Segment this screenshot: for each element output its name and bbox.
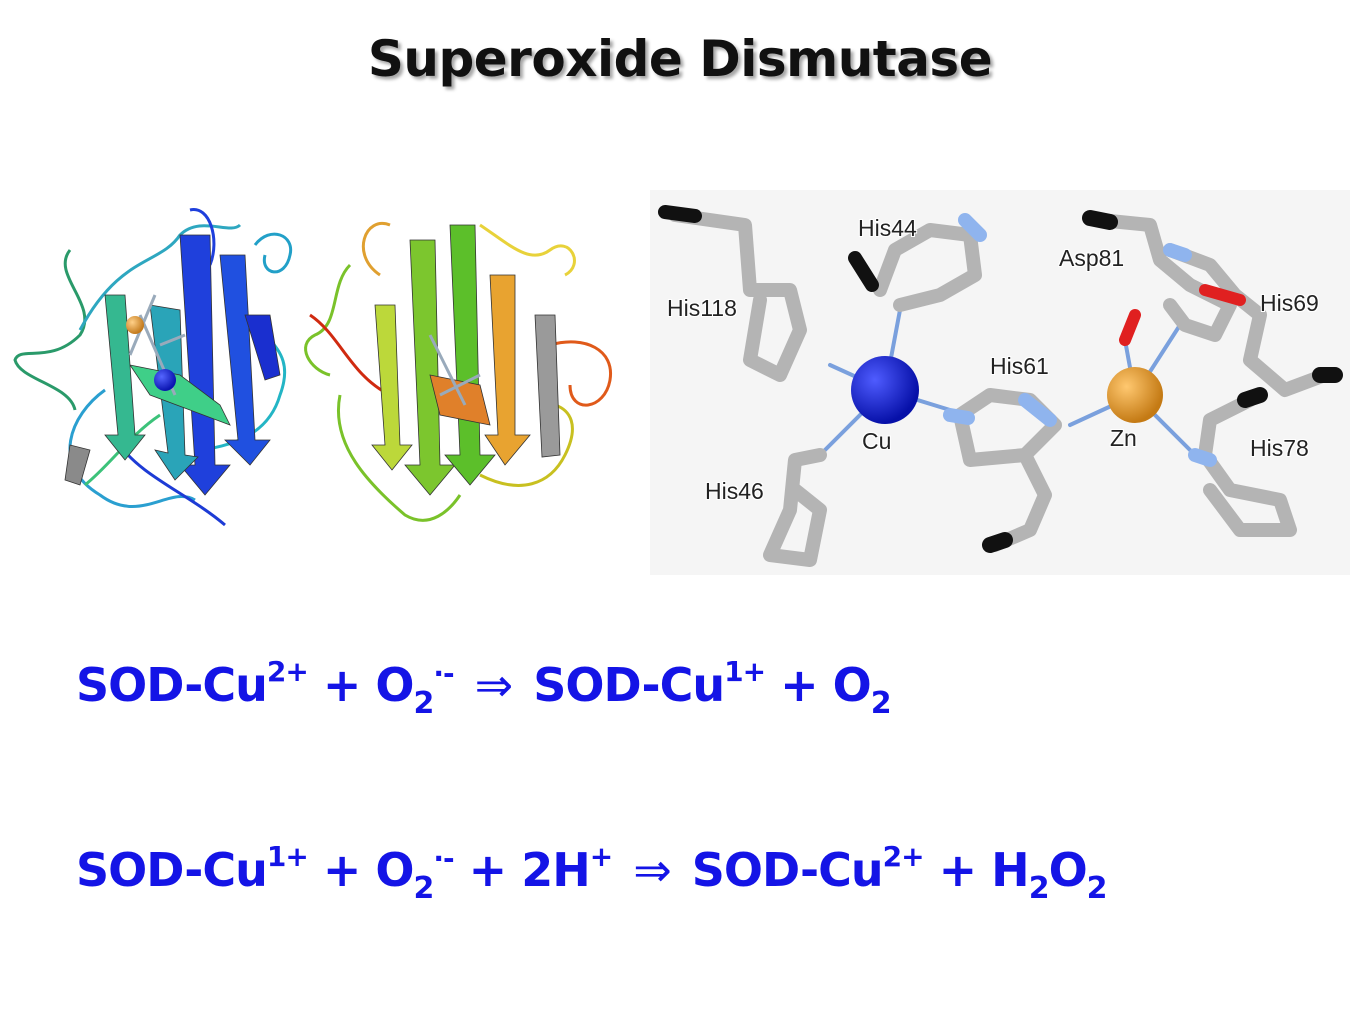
eq1-reactant: SOD-Cu [76, 658, 268, 712]
eq2-arrow: ⇒ [633, 843, 672, 897]
eq2-product: SOD-Cu [691, 843, 884, 897]
label-cu: Cu [862, 428, 892, 454]
label-his61: His61 [990, 353, 1049, 379]
eq2-superoxide-charge: ·- [433, 842, 454, 875]
eq1-reactant-charge: 2+ [266, 655, 309, 688]
label-his69: His69 [1260, 290, 1319, 316]
equation-reduction: SOD-Cu2+ + O2·- ⇒ SOD-Cu1+ + O2 [76, 655, 892, 721]
eq2-peroxide-o-subscript: 2 [1086, 871, 1108, 906]
eq1-superoxide-subscript: 2 [413, 686, 435, 721]
eq2-protons: + 2H [453, 843, 591, 897]
zinc-atom [1107, 367, 1163, 423]
eq2-peroxide-h: + H [923, 843, 1030, 897]
eq2-reactant: SOD-Cu [76, 843, 268, 897]
eq1-oxygen: + O [765, 658, 872, 712]
eq2-peroxide-o: O [1048, 843, 1088, 897]
copper-atom [851, 356, 919, 424]
eq2-reactant-charge: 1+ [266, 840, 309, 873]
eq2-proton-charge: + [589, 840, 613, 873]
label-zn: Zn [1110, 425, 1137, 451]
eq2-superoxide-subscript: 2 [413, 871, 435, 906]
label-his78: His78 [1250, 435, 1309, 461]
active-site-diagram: His44 His118 Asp81 His69 His61 Cu Zn His… [650, 190, 1350, 575]
label-his118: His118 [667, 295, 737, 321]
eq2-superoxide: + O [307, 843, 415, 897]
active-site-sticks [658, 205, 1343, 567]
protein-ribbon-image [13, 208, 613, 527]
eq2-product-charge: 2+ [882, 840, 925, 873]
eq1-superoxide-charge: ·- [433, 657, 454, 690]
eq2-peroxide-h-subscript: 2 [1028, 871, 1050, 906]
eq1-product-charge: 1+ [724, 655, 766, 688]
page-title: Superoxide Dismutase [367, 30, 993, 88]
eq1-superoxide: + O [307, 658, 415, 712]
label-his46: His46 [705, 478, 764, 504]
eq1-product: SOD-Cu [533, 658, 725, 712]
label-asp81: Asp81 [1059, 245, 1125, 271]
equation-oxidation: SOD-Cu1+ + O2·- + 2H+ ⇒ SOD-Cu2+ + H2O2 [76, 840, 1108, 906]
eq1-arrow: ⇒ [474, 658, 514, 712]
label-his44: His44 [858, 215, 917, 241]
eq1-oxygen-subscript: 2 [870, 686, 892, 721]
